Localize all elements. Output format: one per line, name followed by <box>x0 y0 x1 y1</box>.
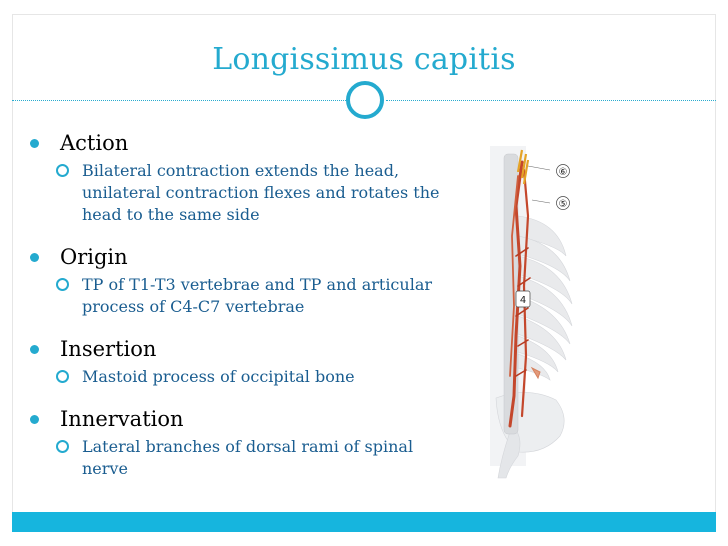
bullet-detail: TP of T1-T3 vertebrae and TP and articul… <box>20 274 490 318</box>
list-item-origin: Origin TP of T1-T3 vertebrae and TP and … <box>20 242 490 318</box>
heading-text: Action <box>60 131 129 155</box>
slide-title: Longissimus capitis <box>212 42 516 77</box>
figure-labels: ⑥ ⑤ 4 <box>520 167 568 306</box>
bullet-detail: Bilateral contraction extends the head, … <box>20 160 490 226</box>
figure-leader-lines <box>527 165 551 204</box>
bullet-dot-icon <box>30 415 39 424</box>
heading-text: Insertion <box>60 337 157 361</box>
bullet-ring-icon <box>56 164 69 177</box>
list-item-innervation: Innervation Lateral branches of dorsal r… <box>20 404 490 480</box>
figure-label-5: ⑤ <box>559 199 568 210</box>
bullet-ring-icon <box>56 370 69 383</box>
list-item-insertion: Insertion Mastoid process of occipital b… <box>20 334 490 388</box>
heading-text: Innervation <box>60 407 184 431</box>
title-divider-right <box>386 100 716 101</box>
list-item-action: Action Bilateral contraction extends the… <box>20 128 490 226</box>
footer-bar <box>12 512 716 532</box>
detail-line: unilateral contraction flexes and rotate… <box>82 183 440 202</box>
bullet-dot-icon <box>30 345 39 354</box>
detail-line: head to the same side <box>82 205 260 224</box>
bullet-dot-icon <box>30 253 39 262</box>
ribcage-image <box>490 146 573 479</box>
title-divider-left <box>12 100 346 101</box>
figure-label-markers <box>515 164 570 308</box>
bullet-heading: Insertion <box>20 334 490 364</box>
bullet-detail: Lateral branches of dorsal rami of spina… <box>20 436 490 480</box>
detail-line: Lateral branches of dorsal rami of spina… <box>82 437 414 456</box>
figure-label-6: ⑥ <box>559 167 568 178</box>
bullet-list: Action Bilateral contraction extends the… <box>20 128 490 480</box>
bullet-ring-icon <box>56 440 69 453</box>
detail-line: TP of T1-T3 vertebrae and TP and articul… <box>82 275 432 294</box>
cervical-insertion-highlight <box>516 149 530 185</box>
detail-line: Mastoid process of occipital bone <box>82 367 355 386</box>
heading-text: Origin <box>60 245 128 269</box>
spine-muscle-illustration: ⑥ ⑤ 4 <box>490 146 573 479</box>
bullet-heading: Origin <box>20 242 490 272</box>
divider-ring-icon <box>346 81 384 119</box>
bullet-dot-icon <box>30 139 39 148</box>
figure-label-4: 4 <box>520 295 526 306</box>
bullet-detail: Mastoid process of occipital bone <box>20 366 490 388</box>
detail-line: nerve <box>82 459 128 478</box>
bullet-heading: Action <box>20 128 490 158</box>
bullet-ring-icon <box>56 278 69 291</box>
detail-line: Bilateral contraction extends the head, <box>82 161 400 180</box>
detail-line: process of C4-C7 vertebrae <box>82 297 305 316</box>
bullet-heading: Innervation <box>20 404 490 434</box>
